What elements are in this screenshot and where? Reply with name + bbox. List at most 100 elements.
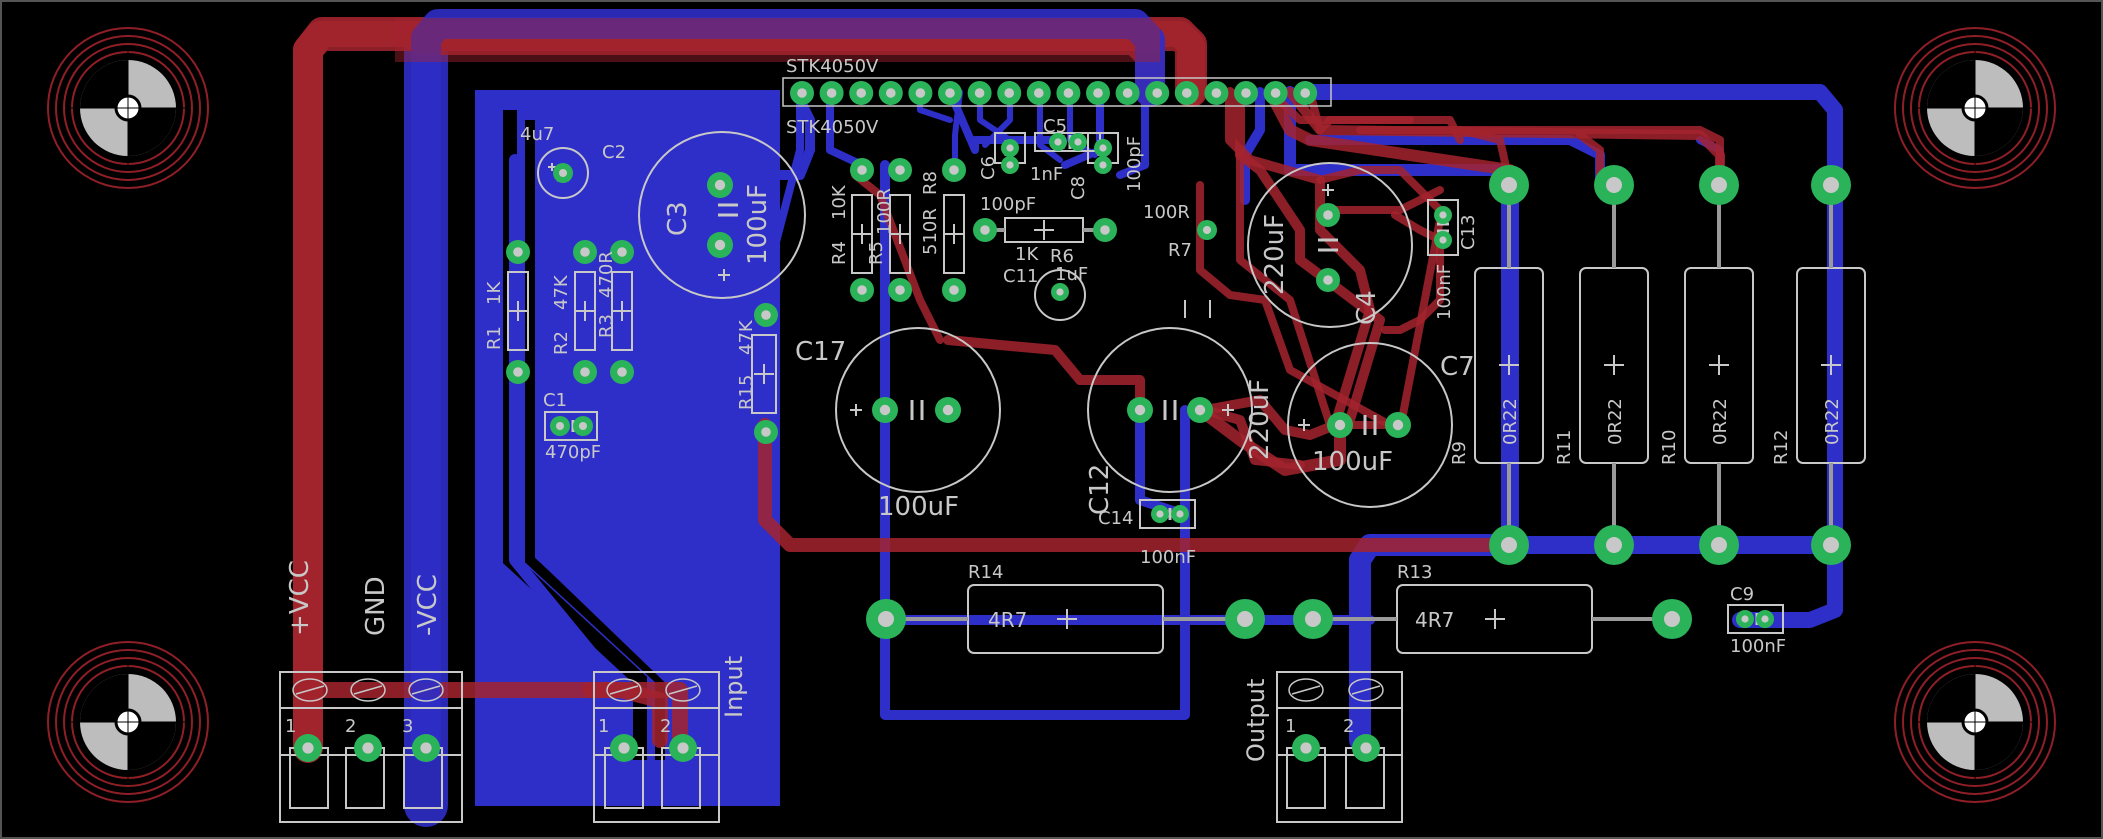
- c6-value: 100pF: [980, 194, 1036, 215]
- ic-pin-15-drill: [1211, 88, 1222, 98]
- r11-value: 0R22: [1605, 398, 1626, 445]
- ic-pin-16-drill: [1241, 88, 1251, 98]
- r14-pad-1-drill: [878, 611, 894, 627]
- ic-pin-8-drill: [1004, 88, 1014, 98]
- r8-pad-2-drill: [949, 285, 959, 295]
- ic-label-bottom: STK4050V: [786, 117, 879, 138]
- c9-value: 100nF: [1730, 636, 1786, 657]
- pin-2-input: 2: [660, 716, 671, 737]
- c4-name: C4: [1352, 290, 1382, 325]
- c11-value: 1uF: [1055, 264, 1088, 285]
- r2-pad-1-drill: [580, 247, 590, 257]
- c9-name: C9: [1730, 584, 1754, 605]
- c6-name: C6: [978, 156, 999, 180]
- c14-value: 100nF: [1140, 547, 1196, 568]
- c11-pad-drill: [1056, 288, 1064, 296]
- pin-2-output: 2: [1343, 716, 1354, 737]
- c13-value: 100nF: [1434, 264, 1455, 320]
- c8-pad-1-drill: [1099, 144, 1107, 152]
- c4-pad-2-drill: [1323, 275, 1333, 285]
- ic-pin-4-drill: [886, 88, 896, 98]
- power-conn-pad-2-drill: [362, 742, 374, 754]
- r2-name: R2: [551, 331, 572, 355]
- ic-pin-11-drill: [1093, 88, 1103, 98]
- c1-name: C1: [543, 390, 567, 411]
- pads: [294, 81, 1851, 762]
- c17-value: 100uF: [878, 492, 959, 522]
- r15-value: 47K: [736, 319, 757, 355]
- c7-name: C7: [1440, 352, 1475, 382]
- c2-pad-drill: [559, 169, 567, 177]
- power-conn-pad-3-drill: [420, 742, 432, 754]
- r2-value: 47K: [551, 274, 572, 310]
- r10-name: R10: [1659, 430, 1680, 465]
- ic-pin-7-drill: [974, 88, 985, 98]
- r15-pad-1-drill: [761, 310, 771, 320]
- r14-value: 4R7: [988, 608, 1027, 632]
- pin-1-input: 1: [598, 716, 609, 737]
- r8-pad-1-drill: [949, 165, 959, 175]
- c2-name: C2: [602, 142, 626, 163]
- c7-pad-2-drill: [1392, 419, 1404, 431]
- r9-pad-2-drill: [1501, 537, 1517, 553]
- c5-name: C5: [1043, 116, 1067, 137]
- input-conn-pad-1-drill: [618, 742, 630, 754]
- r10-value: 0R22: [1710, 398, 1731, 445]
- ic-label-top: STK4050V: [786, 56, 879, 77]
- r11-pad-1-drill: [1606, 177, 1622, 193]
- r1-pad-2-drill: [513, 367, 523, 377]
- ic-pin-10-drill: [1063, 88, 1074, 98]
- pin-3-power: 3: [402, 716, 413, 737]
- ic-pin-18-drill: [1300, 88, 1310, 98]
- r2-pad-2-drill: [580, 367, 590, 377]
- r11-pad-2-drill: [1606, 537, 1622, 553]
- ic-pin-3-drill: [856, 88, 866, 98]
- ic-pin-5-drill: [915, 88, 926, 98]
- ic-pin-13-drill: [1152, 88, 1162, 98]
- r8-value: 510R: [920, 208, 941, 255]
- c13-pad-2-drill: [1439, 236, 1447, 244]
- c12-pad-2-drill: [1194, 404, 1206, 416]
- r1-pad-1-drill: [513, 247, 523, 257]
- c11-name: C11: [1003, 266, 1038, 287]
- r13-pad-1-drill: [1305, 611, 1321, 627]
- c1-pad-1-drill: [556, 422, 564, 430]
- c12-value: 220uF: [1245, 379, 1275, 460]
- r12-pad-1-drill: [1823, 177, 1839, 193]
- r3-value: 470R: [596, 251, 617, 298]
- mounting-hole-top-left: [46, 26, 210, 190]
- r5-pad-2-drill: [895, 285, 905, 295]
- r7-pad-drill: [1203, 226, 1211, 234]
- c14-pad-2-drill: [1176, 510, 1184, 518]
- mounting-hole-bottom-right: [1893, 640, 2057, 804]
- output-conn-pad-2-drill: [1360, 742, 1372, 754]
- ic-pin-1-drill: [797, 88, 807, 98]
- c8-name: C8: [1068, 176, 1089, 200]
- c5-pad-2-drill: [1074, 138, 1082, 146]
- vcc-pos-label: +VCC: [285, 560, 315, 636]
- ic-pin-12-drill: [1122, 88, 1133, 98]
- r6-name: R6: [1050, 246, 1074, 267]
- power-conn-pad-1-drill: [302, 742, 314, 754]
- ic-pin-2-drill: [826, 88, 837, 98]
- c7-value: 100uF: [1312, 447, 1393, 477]
- c1-pad-2-drill: [579, 422, 587, 430]
- r14-pad-2-drill: [1237, 611, 1253, 627]
- r6-value: 1K: [1015, 244, 1039, 265]
- c9-pad-1-drill: [1741, 615, 1749, 623]
- r9-value: 0R22: [1500, 398, 1521, 445]
- r11-name: R11: [1554, 430, 1575, 465]
- output-label: Output: [1242, 679, 1270, 762]
- c5-value: 1nF: [1030, 164, 1063, 185]
- r9-name: R9: [1449, 441, 1470, 465]
- c8-value: 100pF: [1124, 136, 1145, 192]
- c14-name: C14: [1098, 508, 1133, 529]
- c5-pad-1-drill: [1054, 138, 1062, 146]
- c2-value: 4u7: [520, 124, 554, 145]
- r6-pad-1-drill: [980, 225, 990, 235]
- output-conn-pad-1-drill: [1300, 742, 1312, 754]
- c13-pad-1-drill: [1439, 211, 1447, 219]
- c3-name: C3: [663, 201, 693, 236]
- c4-value: 220uF: [1260, 214, 1290, 295]
